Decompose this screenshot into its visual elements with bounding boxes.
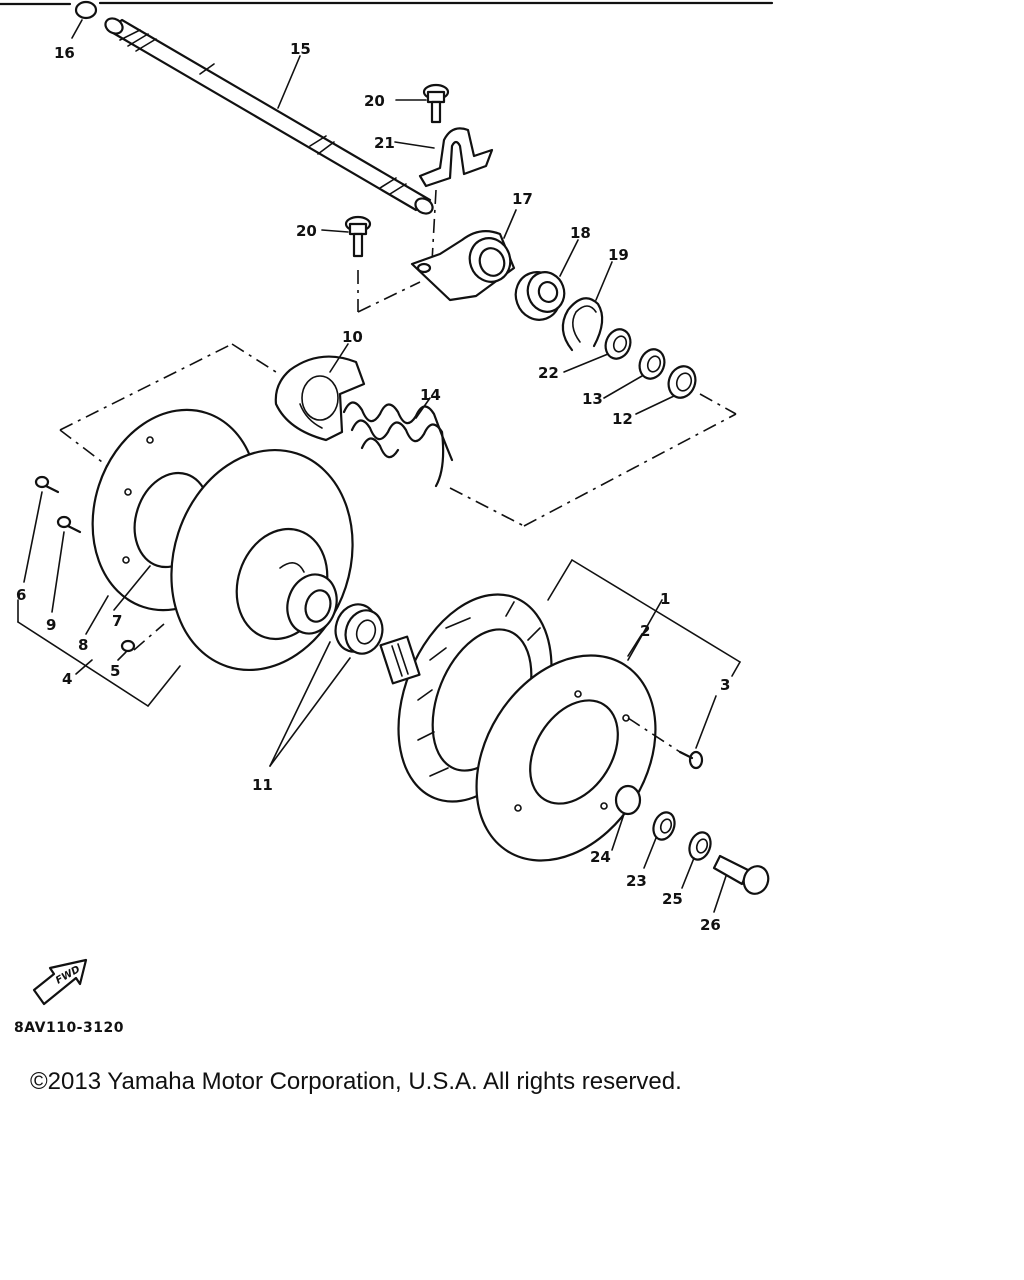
- label-1: 1: [660, 590, 670, 608]
- label-24: 24: [590, 848, 611, 866]
- part-21-bracket: [394, 127, 494, 263]
- part-15-shaft: [104, 17, 434, 215]
- label-15: 15: [290, 40, 311, 58]
- label-7: 7: [112, 612, 122, 630]
- part-10-cam: [274, 343, 366, 442]
- label-3: 3: [720, 676, 730, 694]
- part-19-circlip: [561, 261, 613, 352]
- label-4: 4: [62, 670, 72, 688]
- label-13: 13: [582, 390, 603, 408]
- part-24-spacer: [611, 784, 642, 851]
- top-border: [0, 1, 774, 6]
- part-12-washer: [635, 365, 697, 415]
- part-3-screw: [627, 695, 717, 770]
- part-18-bearing: [514, 239, 579, 321]
- part-4-frame: [17, 599, 181, 707]
- label-10: 10: [342, 328, 363, 346]
- part-9-screw: [51, 515, 82, 613]
- label-20-upper: 20: [364, 92, 385, 110]
- callout-labels: 16 15 20 21 17 20 18 19 10 22 14 13 12 6…: [16, 40, 730, 934]
- part-26-bolt: [712, 854, 770, 913]
- part-7-movable-sheave: [170, 448, 354, 672]
- part-8-leader: [85, 595, 109, 635]
- label-6: 6: [16, 586, 26, 604]
- label-23: 23: [626, 872, 647, 890]
- part-17-bearing-housing: [357, 209, 517, 313]
- label-21: 21: [374, 134, 395, 152]
- part-20-bolt-upper: [395, 83, 450, 124]
- part-22-washer: [563, 328, 632, 373]
- part-11-collar: [334, 603, 384, 655]
- part-23-washer: [643, 811, 676, 869]
- drawing-code: 8AV110-3120: [14, 1020, 124, 1036]
- copyright-notice: ©2013 Yamaha Motor Corporation, U.S.A. A…: [30, 1068, 682, 1095]
- label-20-lower: 20: [296, 222, 317, 240]
- label-18: 18: [570, 224, 591, 242]
- part-6-screw: [23, 475, 60, 583]
- label-12: 12: [612, 410, 633, 428]
- label-22: 22: [538, 364, 559, 382]
- part-20-bolt-lower: [321, 215, 372, 258]
- label-26: 26: [700, 916, 721, 934]
- label-17: 17: [512, 190, 533, 208]
- label-5: 5: [110, 662, 120, 680]
- label-8: 8: [78, 636, 88, 654]
- label-16: 16: [54, 44, 75, 62]
- part-7-leader: [113, 565, 151, 611]
- spring-subassembly-frame: [59, 343, 737, 527]
- part-25-washer: [681, 831, 712, 889]
- label-11: 11: [252, 776, 273, 794]
- fwd-arrow-icon: FWD: [32, 958, 88, 1006]
- part-11-leader: [269, 641, 351, 767]
- part-5-screw: [117, 623, 165, 661]
- label-9: 9: [46, 616, 56, 634]
- label-14: 14: [420, 386, 441, 404]
- part-13-washer: [603, 348, 666, 399]
- label-25: 25: [662, 890, 683, 908]
- part-16-collar: [71, 0, 98, 39]
- label-2: 2: [640, 622, 650, 640]
- part-14-spring: [342, 397, 454, 488]
- label-19: 19: [608, 246, 629, 264]
